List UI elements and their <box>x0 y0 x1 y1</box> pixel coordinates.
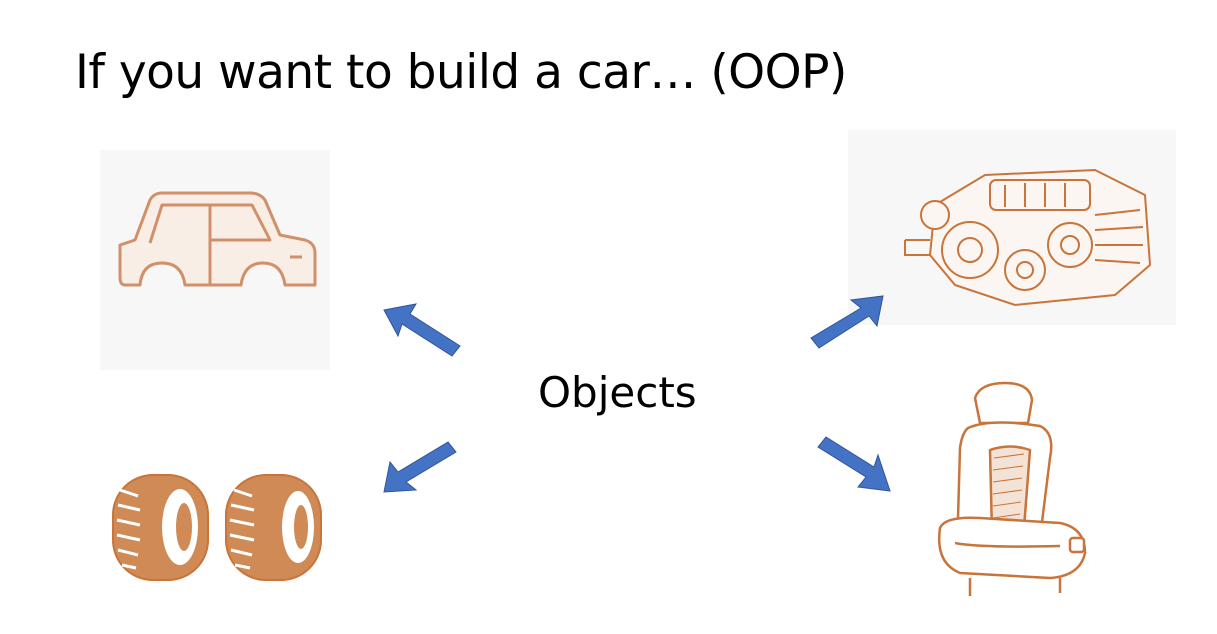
objects-label: Objects <box>538 368 697 417</box>
arrow-to-tires <box>383 441 457 493</box>
engine-icon <box>904 168 1152 307</box>
seat-icon <box>937 381 1087 596</box>
arrow-to-car-body <box>383 303 461 357</box>
car-body-icon <box>118 191 317 287</box>
arrow-to-engine <box>810 295 884 349</box>
tires-icon <box>112 474 322 581</box>
slide-title: If you want to build a car… (OOP) <box>75 45 847 100</box>
arrow-to-seat <box>817 436 891 492</box>
